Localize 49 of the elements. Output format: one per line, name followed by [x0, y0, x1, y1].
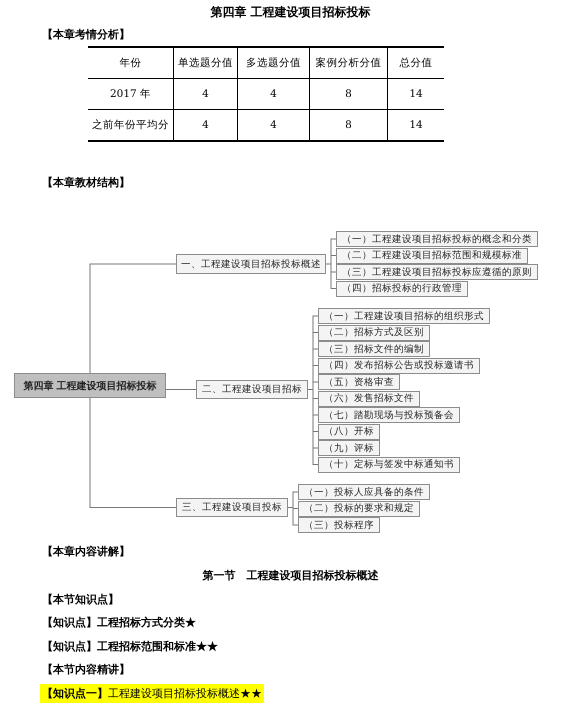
connector-line [326, 264, 336, 289]
table-header-cell: 单选题分值 [174, 47, 238, 78]
table-cell: 14 [388, 110, 444, 141]
highlighted-heading: 【知识点一】工程建设项目招标投标概述★★ [40, 684, 264, 703]
page-title: 第四章 工程建设项目招标投标 [209, 4, 372, 21]
subtopic-box: （十）定标与签发中标通知书 [318, 456, 460, 472]
subtopic-box: （二）招标方式及区别 [318, 324, 430, 340]
section-heading: 【知识点】工程招标范围和标准★★ [42, 639, 218, 654]
branch-topic-box: 三、工程建设项目投标 [176, 498, 288, 517]
table-cell: 4 [238, 78, 310, 110]
table-cell: 14 [388, 78, 444, 110]
table-cell: 2017 年 [88, 78, 174, 110]
section-heading: 第一节 工程建设项目招标投标概述 [202, 568, 380, 583]
connector-line [288, 507, 298, 526]
subtopic-box: （五）资格审查 [318, 374, 400, 390]
connector-line [90, 264, 176, 374]
subtopic-box: （四）招标投标的行政管理 [336, 280, 468, 296]
subtopic-box: （七）踏勘现场与投标预备会 [318, 407, 460, 423]
section-heading: 【本章内容讲解】 [42, 544, 130, 559]
table-cell: 8 [310, 78, 388, 110]
table-cell: 之前年份平均分 [88, 110, 174, 141]
subtopic-box: （三）工程建设项目招标投标应遵循的原则 [336, 264, 538, 280]
connector-line [90, 398, 176, 508]
subtopic-box: （六）发售招标文件 [318, 390, 420, 406]
subtopic-box: （二）投标的要求和规定 [298, 500, 420, 516]
subtopic-box: （一）投标人应具备的条件 [298, 484, 430, 500]
subtopic-box: （一）工程建设项目招标的组织形式 [318, 308, 490, 324]
root-topic-box: 第四章 工程建设项目招标投标 [14, 373, 166, 398]
branch-topic-box: 二、工程建设项目招标 [196, 380, 308, 399]
subtopic-box: （一）工程建设项目招标投标的概念和分类 [336, 231, 538, 247]
section-heading: 【本节内容精讲】 [42, 662, 130, 677]
section-heading: 【本章教材结构】 [42, 175, 130, 190]
subtopic-box: （八）开标 [318, 424, 380, 440]
subtopic-box: （九）评标 [318, 440, 380, 456]
connector-line [308, 389, 318, 465]
branch-topic-box: 一、工程建设项目招标投标概述 [176, 254, 326, 274]
table-header-cell: 年份 [88, 47, 174, 78]
subtopic-box: （四）发布招标公告或投标邀请书 [318, 358, 480, 374]
section-heading: 【知识点】工程招标方式分类★ [42, 615, 196, 630]
section-heading: 【本节知识点】 [42, 592, 119, 607]
section-heading: 【本章考情分析】 [42, 27, 130, 42]
table-header-cell: 总分值 [388, 47, 444, 78]
subtopic-box: （三）招标文件的编制 [318, 341, 430, 357]
table-header-cell: 案例分析分值 [310, 47, 388, 78]
connector-line [166, 389, 196, 390]
subtopic-box: （三）投标程序 [298, 517, 380, 533]
subtopic-box: （二）工程建设项目招标范围和规模标准 [336, 248, 528, 264]
table-cell: 4 [174, 78, 238, 110]
table-header-cell: 多选题分值 [238, 47, 310, 78]
